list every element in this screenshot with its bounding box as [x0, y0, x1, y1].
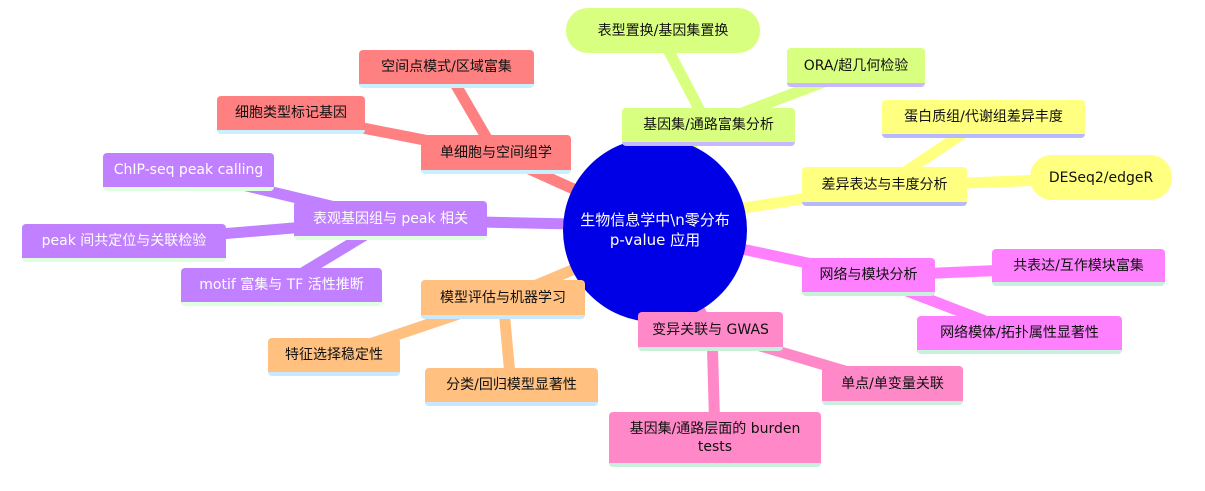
- root-node[interactable]: 生物信息学中\n零分布 p-value 应用: [563, 138, 747, 322]
- node-spatial-pattern[interactable]: 空间点模式/区域富集: [359, 50, 534, 88]
- node-burden-tests[interactable]: 基因集/通路层面的 burden tests: [609, 412, 821, 467]
- node-epigenome[interactable]: 表观基因组与 peak 相关: [294, 201, 487, 240]
- node-ora[interactable]: ORA/超几何检验: [787, 48, 925, 87]
- node-model-significance[interactable]: 分类/回归模型显著性: [425, 368, 598, 406]
- root-subtitle: p-value 应用: [609, 231, 701, 249]
- node-cell-markers[interactable]: 细胞类型标记基因: [217, 96, 365, 134]
- node-peak-colocalization[interactable]: peak 间共定位与关联检验: [22, 224, 226, 262]
- node-single-cell[interactable]: 单细胞与空间组学: [421, 135, 571, 174]
- node-motif-topology[interactable]: 网络模体/拓扑属性显著性: [917, 316, 1122, 354]
- node-diff-expr[interactable]: 差异表达与丰度分析: [802, 167, 967, 206]
- node-motif-enrichment[interactable]: motif 富集与 TF 活性推断: [181, 268, 382, 306]
- node-network[interactable]: 网络与模块分析: [802, 258, 935, 296]
- node-proteomics[interactable]: 蛋白质组/代谢组差异丰度: [882, 100, 1085, 138]
- node-phenotype-permutation[interactable]: 表型置换/基因集置换: [566, 8, 760, 53]
- node-coexpression[interactable]: 共表达/互作模块富集: [992, 249, 1165, 286]
- node-single-variant[interactable]: 单点/单变量关联: [822, 366, 963, 405]
- node-deseq2[interactable]: DESeq2/edgeR: [1030, 155, 1172, 200]
- node-gene-set[interactable]: 基因集/通路富集分析: [622, 108, 795, 146]
- node-feature-selection[interactable]: 特征选择稳定性: [268, 338, 400, 376]
- node-ml[interactable]: 模型评估与机器学习: [421, 280, 585, 319]
- node-chipseq[interactable]: ChIP-seq peak calling: [103, 153, 274, 191]
- node-gwas[interactable]: 变异关联与 GWAS: [638, 312, 783, 351]
- root-title: 生物信息学中\n零分布: [580, 211, 730, 229]
